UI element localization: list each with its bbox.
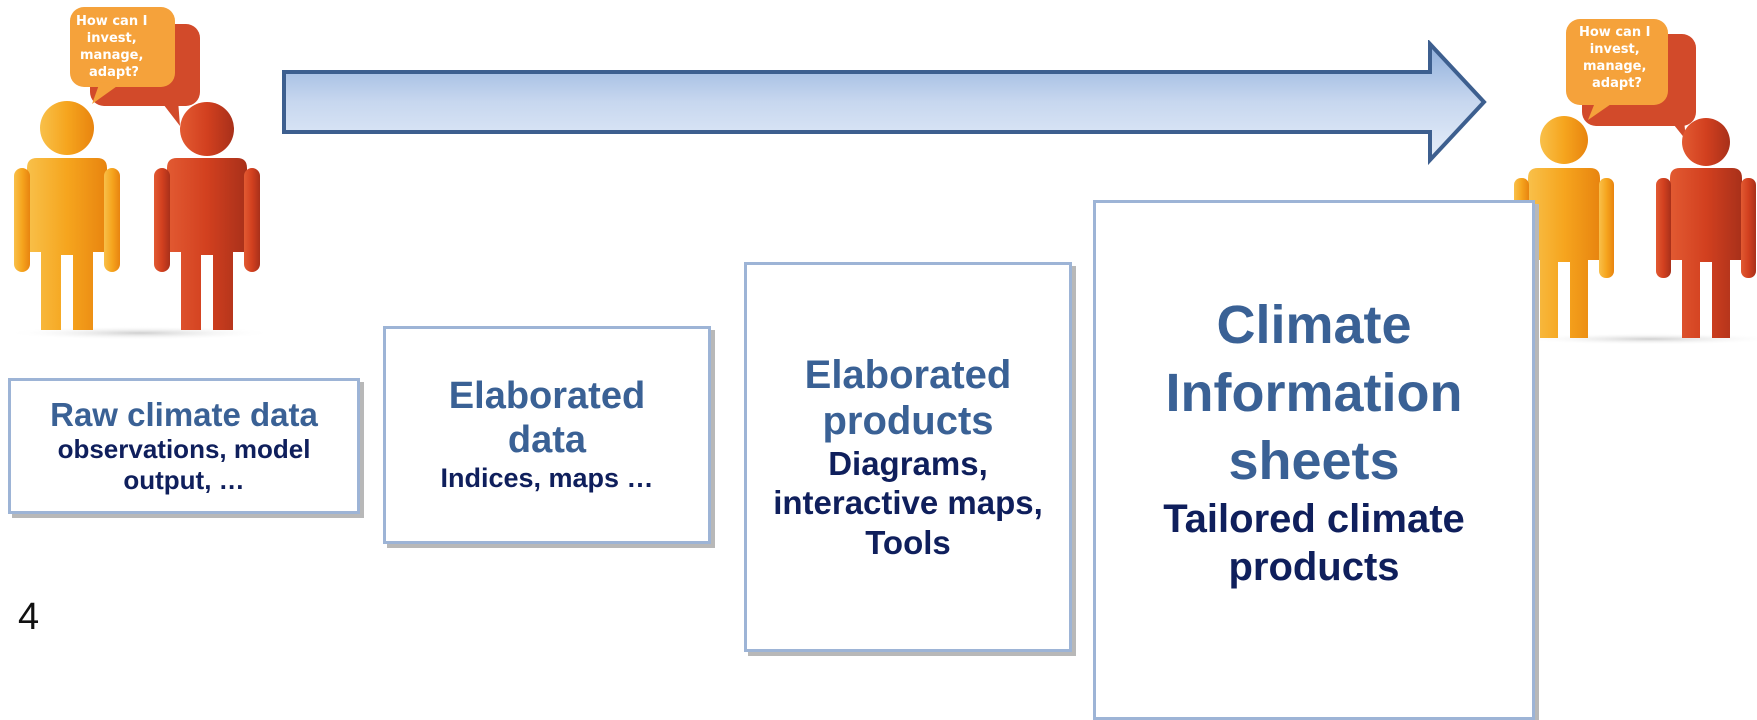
box-subtitle: observations, model output, …	[57, 433, 311, 495]
box-raw-climate-data: Raw climate data observations, model out…	[8, 378, 360, 514]
bubble-line-4: adapt?	[1592, 76, 1642, 91]
flow-arrow	[282, 40, 1487, 165]
box-title: Elaborated products	[804, 352, 1012, 443]
svg-text:How can I invest,: How can I invest, manage, adapt?	[76, 14, 152, 80]
box-elaborated-products: Elaborated products Diagrams, interactiv…	[744, 262, 1072, 652]
box-subtitle: Diagrams, interactive maps, Tools	[773, 444, 1043, 561]
box-elaborated-data: Elaborated data Indices, maps …	[383, 326, 711, 544]
box-title: Climate Information sheets	[1165, 295, 1463, 492]
box-subtitle: Tailored climate products	[1163, 497, 1465, 590]
bubble-line-1: How can I	[76, 14, 147, 29]
box-title: Raw climate data	[50, 395, 318, 433]
bubble-line-2: invest,	[1590, 42, 1640, 57]
box-title: Elaborated data	[448, 375, 646, 461]
svg-text:How can I invest,: How can I invest, manage, adapt?	[1579, 25, 1655, 91]
people-right: How can I invest, manage, adapt?	[1500, 12, 1757, 352]
people-icon: How can I invest, manage, adapt?	[5, 7, 275, 340]
bubble-line-3: manage,	[80, 48, 143, 63]
bubble-line-2: invest,	[87, 31, 137, 46]
slide-number: 4	[18, 596, 40, 638]
people-left: How can I invest, manage, adapt?	[0, 0, 290, 350]
people-icon: How can I invest, manage, adapt?	[1514, 19, 1757, 345]
bubble-line-1: How can I	[1579, 25, 1650, 40]
box-subtitle: Indices, maps …	[440, 463, 654, 494]
bubble-line-3: manage,	[1583, 59, 1646, 74]
bubble-line-4: adapt?	[89, 65, 139, 80]
box-climate-information-sheets: Climate Information sheets Tailored clim…	[1093, 200, 1535, 720]
